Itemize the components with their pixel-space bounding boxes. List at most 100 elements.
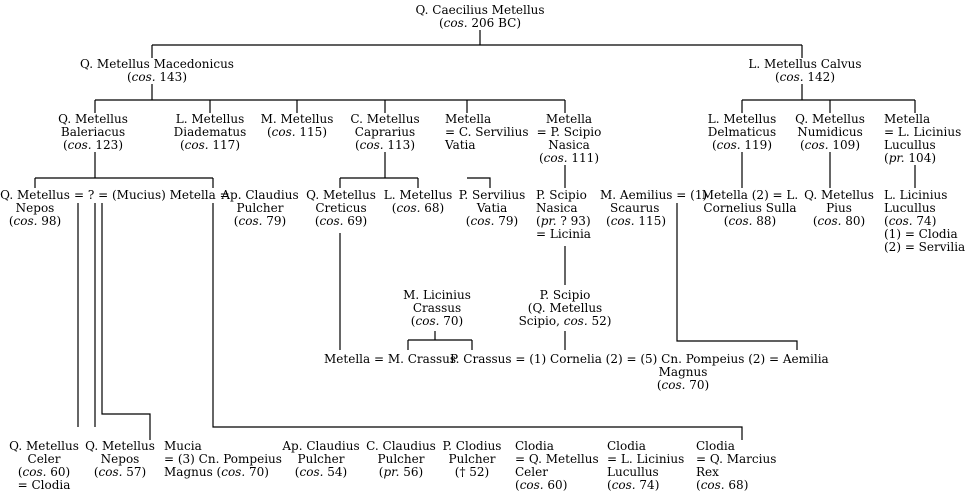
node-spouse: = Q. Metellus <box>515 452 599 466</box>
node-metellus-macedonicus: Q. Metellus Macedonicus (cos. 143) <box>80 58 234 84</box>
node-office: (cos. 60) <box>17 465 71 479</box>
node-office: (pr. ? 93) <box>536 214 591 228</box>
node-name: Pulcher <box>377 452 425 466</box>
node-spouse: Lucullus <box>884 138 936 152</box>
node-office: (cos. 113) <box>354 138 416 152</box>
node-name: L. Licinius <box>884 188 948 202</box>
node-name: Magnus <box>658 365 708 379</box>
node-caecilius-metellus: Q. Caecilius Metellus (cos. 206 BC) <box>415 4 544 30</box>
node-name: Q. Metellus <box>85 439 155 453</box>
node-name: Delmaticus <box>707 125 777 139</box>
node-name: P. Scipio <box>536 188 587 202</box>
node-metellus-pius: Q. Metellus Pius (cos. 80) <box>804 189 874 228</box>
node-metellus-nepos-57: Q. Metellus Nepos (cos. 57) <box>85 440 155 479</box>
node-mucia: Mucia = (3) Cn. Pompeius Magnus (cos. 70… <box>164 440 282 479</box>
node-name: Metella (2) = L. <box>701 188 799 202</box>
node-name: Q. Metellus <box>795 112 865 126</box>
node-name: Q. Metellus <box>9 439 79 453</box>
node-name: P. Clodius <box>442 439 502 453</box>
node-office: (cos. 206 BC) <box>438 16 522 30</box>
node-office: (cos. 54) <box>294 465 348 479</box>
node-name: Mucia <box>164 439 202 453</box>
node-office: (cos. 79) <box>465 214 519 228</box>
node-office: (pr. 104) <box>884 151 937 165</box>
node-name: L. Metellus Calvus <box>748 57 862 71</box>
node-name: Vatia <box>476 201 508 215</box>
node-name: Nepos <box>100 452 140 466</box>
node-name: Crassus <box>412 301 462 315</box>
node-clodius-pulcher: P. Clodius Pulcher († 52) <box>443 440 502 479</box>
node-office: (cos. 123) <box>62 138 123 152</box>
node-metella-nasica: Metella = P. Scipio Nasica (cos. 111) <box>537 113 602 165</box>
node-name: Pius <box>826 201 852 215</box>
node-spouse: = (3) Cn. Pompeius <box>164 452 282 466</box>
node-c-claudius-pulcher: C. Claudius Pulcher (pr. 56) <box>366 440 436 479</box>
node-office: (pr. 56) <box>378 465 424 479</box>
node-marriage: P. Crassus = (1) Cornelia (2) = (5) Cn. … <box>450 352 829 366</box>
node-office: (cos. 74) <box>884 214 937 228</box>
node-name: Creticus <box>315 201 367 215</box>
node-spouse: Rex <box>696 465 719 479</box>
node-spouse: (2) = Servilia <box>884 240 965 254</box>
node-name: Nepos <box>15 201 55 215</box>
node-metella-m-crassus: Metella = M. Crassus <box>324 353 456 366</box>
node-scipio-nasica-93: P. Scipio Nasica (pr. ? 93) = Licinia <box>536 189 591 241</box>
node-name: Nasica <box>536 201 578 215</box>
node-crassus-cornelia-pompeius: P. Crassus = (1) Cornelia (2) = (5) Cn. … <box>450 353 829 366</box>
node-name: L. Metellus <box>383 188 453 202</box>
node-name: Q. Metellus <box>58 112 128 126</box>
node-pompeius-magnus: Magnus (cos. 70) <box>657 366 709 392</box>
node-ap-claudius-pulcher-79: Ap. Claudius Pulcher (cos. 79) <box>221 189 298 228</box>
node-metella-vatia: Metella = C. Servilius Vatia <box>445 113 529 152</box>
node-name: Diadematus <box>173 125 247 139</box>
node-name: Baleriacus <box>60 125 126 139</box>
node-spouse: Celer <box>515 465 548 479</box>
node-marriage-mucius-metella: = ? = (Mucius) Metella = <box>74 189 230 202</box>
node-name: Pulcher <box>297 452 345 466</box>
node-spouse: = L. Licinius <box>884 125 962 139</box>
node-marriage: = ? = (Mucius) Metella = <box>74 188 230 202</box>
node-spouse: = P. Scipio <box>536 125 602 139</box>
node-l-metellus-68: L. Metellus (cos. 68) <box>384 189 452 215</box>
node-spouse: = L. Licinius <box>607 452 685 466</box>
node-office: (cos. 70) <box>656 378 710 392</box>
node-name: Ap. Claudius <box>282 439 360 453</box>
node-metellus-diadematus: L. Metellus Diadematus (cos. 117) <box>174 113 247 152</box>
node-spouse: Vatia <box>445 138 476 152</box>
node-spouse: = Clodia <box>17 478 71 492</box>
node-name: Ap. Claudius <box>221 188 299 202</box>
node-name: L. Metellus <box>707 112 777 126</box>
node-clodia-rex: Clodia = Q. Marcius Rex (cos. 68) <box>696 440 776 492</box>
node-office: (cos. 68) <box>391 201 445 215</box>
node-name: C. Metellus <box>350 112 420 126</box>
node-office: (cos. 119) <box>711 138 773 152</box>
node-office: (cos. 57) <box>93 465 147 479</box>
node-name: Metella <box>545 112 593 126</box>
node-licinius-crassus: M. Licinius Crassus (cos. 70) <box>403 289 471 328</box>
node-marriage: Metella = M. Crassus <box>324 352 457 366</box>
node-name: Clodia <box>696 439 735 453</box>
node-name: Pulcher <box>448 452 496 466</box>
node-metellus-caprarius: C. Metellus Caprarius (cos. 113) <box>350 113 419 152</box>
node-name: Scaurus <box>610 201 660 215</box>
node-office: (cos. 109) <box>799 138 860 152</box>
node-spouse: Cornelius Sulla <box>703 201 797 215</box>
node-name: Clodia <box>607 439 646 453</box>
node-name: Q. Caecilius Metellus <box>415 3 545 17</box>
node-office: (cos. 74) <box>607 478 660 492</box>
node-office: (cos. 111) <box>538 151 600 165</box>
node-metellus-baleriacus: Q. Metellus Baleriacus (cos. 123) <box>58 113 128 152</box>
node-spouse: = Licinia <box>536 227 591 241</box>
node-office: (cos. 143) <box>126 70 187 84</box>
node-office: (cos. 69) <box>314 214 368 228</box>
node-spouse: = Q. Marcius <box>696 452 777 466</box>
node-ap-claudius-pulcher-54: Ap. Claudius Pulcher (cos. 54) <box>282 440 359 479</box>
node-name: C. Claudius <box>366 439 436 453</box>
node-name: Q. Metellus <box>0 188 70 202</box>
node-name: P. Scipio <box>539 288 591 302</box>
node-m-metellus: M. Metellus (cos. 115) <box>261 113 334 139</box>
node-clodia-celer: Clodia = Q. Metellus Celer (cos. 60) <box>515 440 599 492</box>
node-aemilius-scaurus: M. Aemilius = (1) Scaurus (cos. 115) <box>600 189 707 228</box>
node-name: Q. Metellus Macedonicus <box>80 57 234 71</box>
